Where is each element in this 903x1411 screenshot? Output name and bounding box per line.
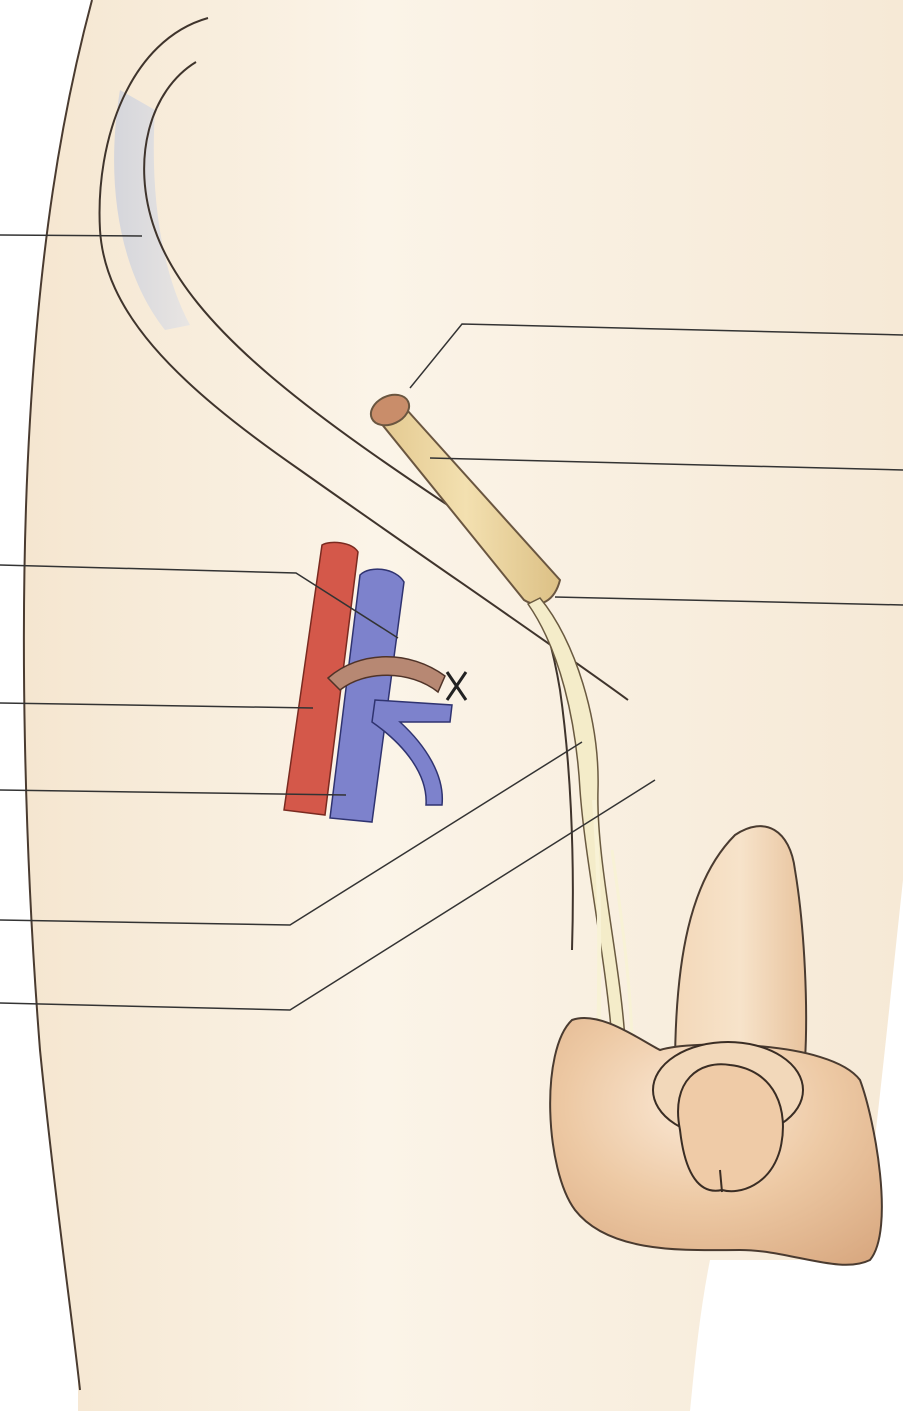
glans [678,1064,783,1191]
leader-line-1 [0,235,142,236]
